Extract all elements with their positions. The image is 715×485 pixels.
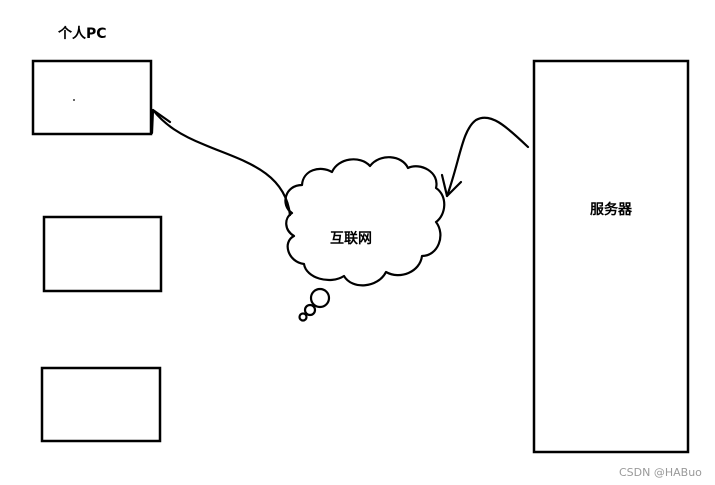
server-label: 服务器 [590,201,633,218]
arrow-server-to-cloud-head [440,173,463,198]
pc-box-1-dot [73,99,75,101]
watermark-text: CSDN @HABuo [619,466,702,479]
cloud-tail-circle-1 [309,287,331,309]
pc-box-3 [40,366,162,443]
arrow-cloud-to-pc-head [150,108,172,135]
cloud-tail-circle-3 [298,312,308,322]
pc-box-2 [42,215,163,293]
personal-pc-label: 个人PC [57,25,107,42]
pc-box-1 [31,59,153,136]
internet-label: 互联网 [330,231,372,247]
server-box [532,59,690,454]
arrow-server-to-cloud [445,116,530,198]
cloud-tail-circle-2 [303,303,317,317]
arrow-cloud-to-pc [151,108,292,217]
internet-cloud [284,156,446,287]
